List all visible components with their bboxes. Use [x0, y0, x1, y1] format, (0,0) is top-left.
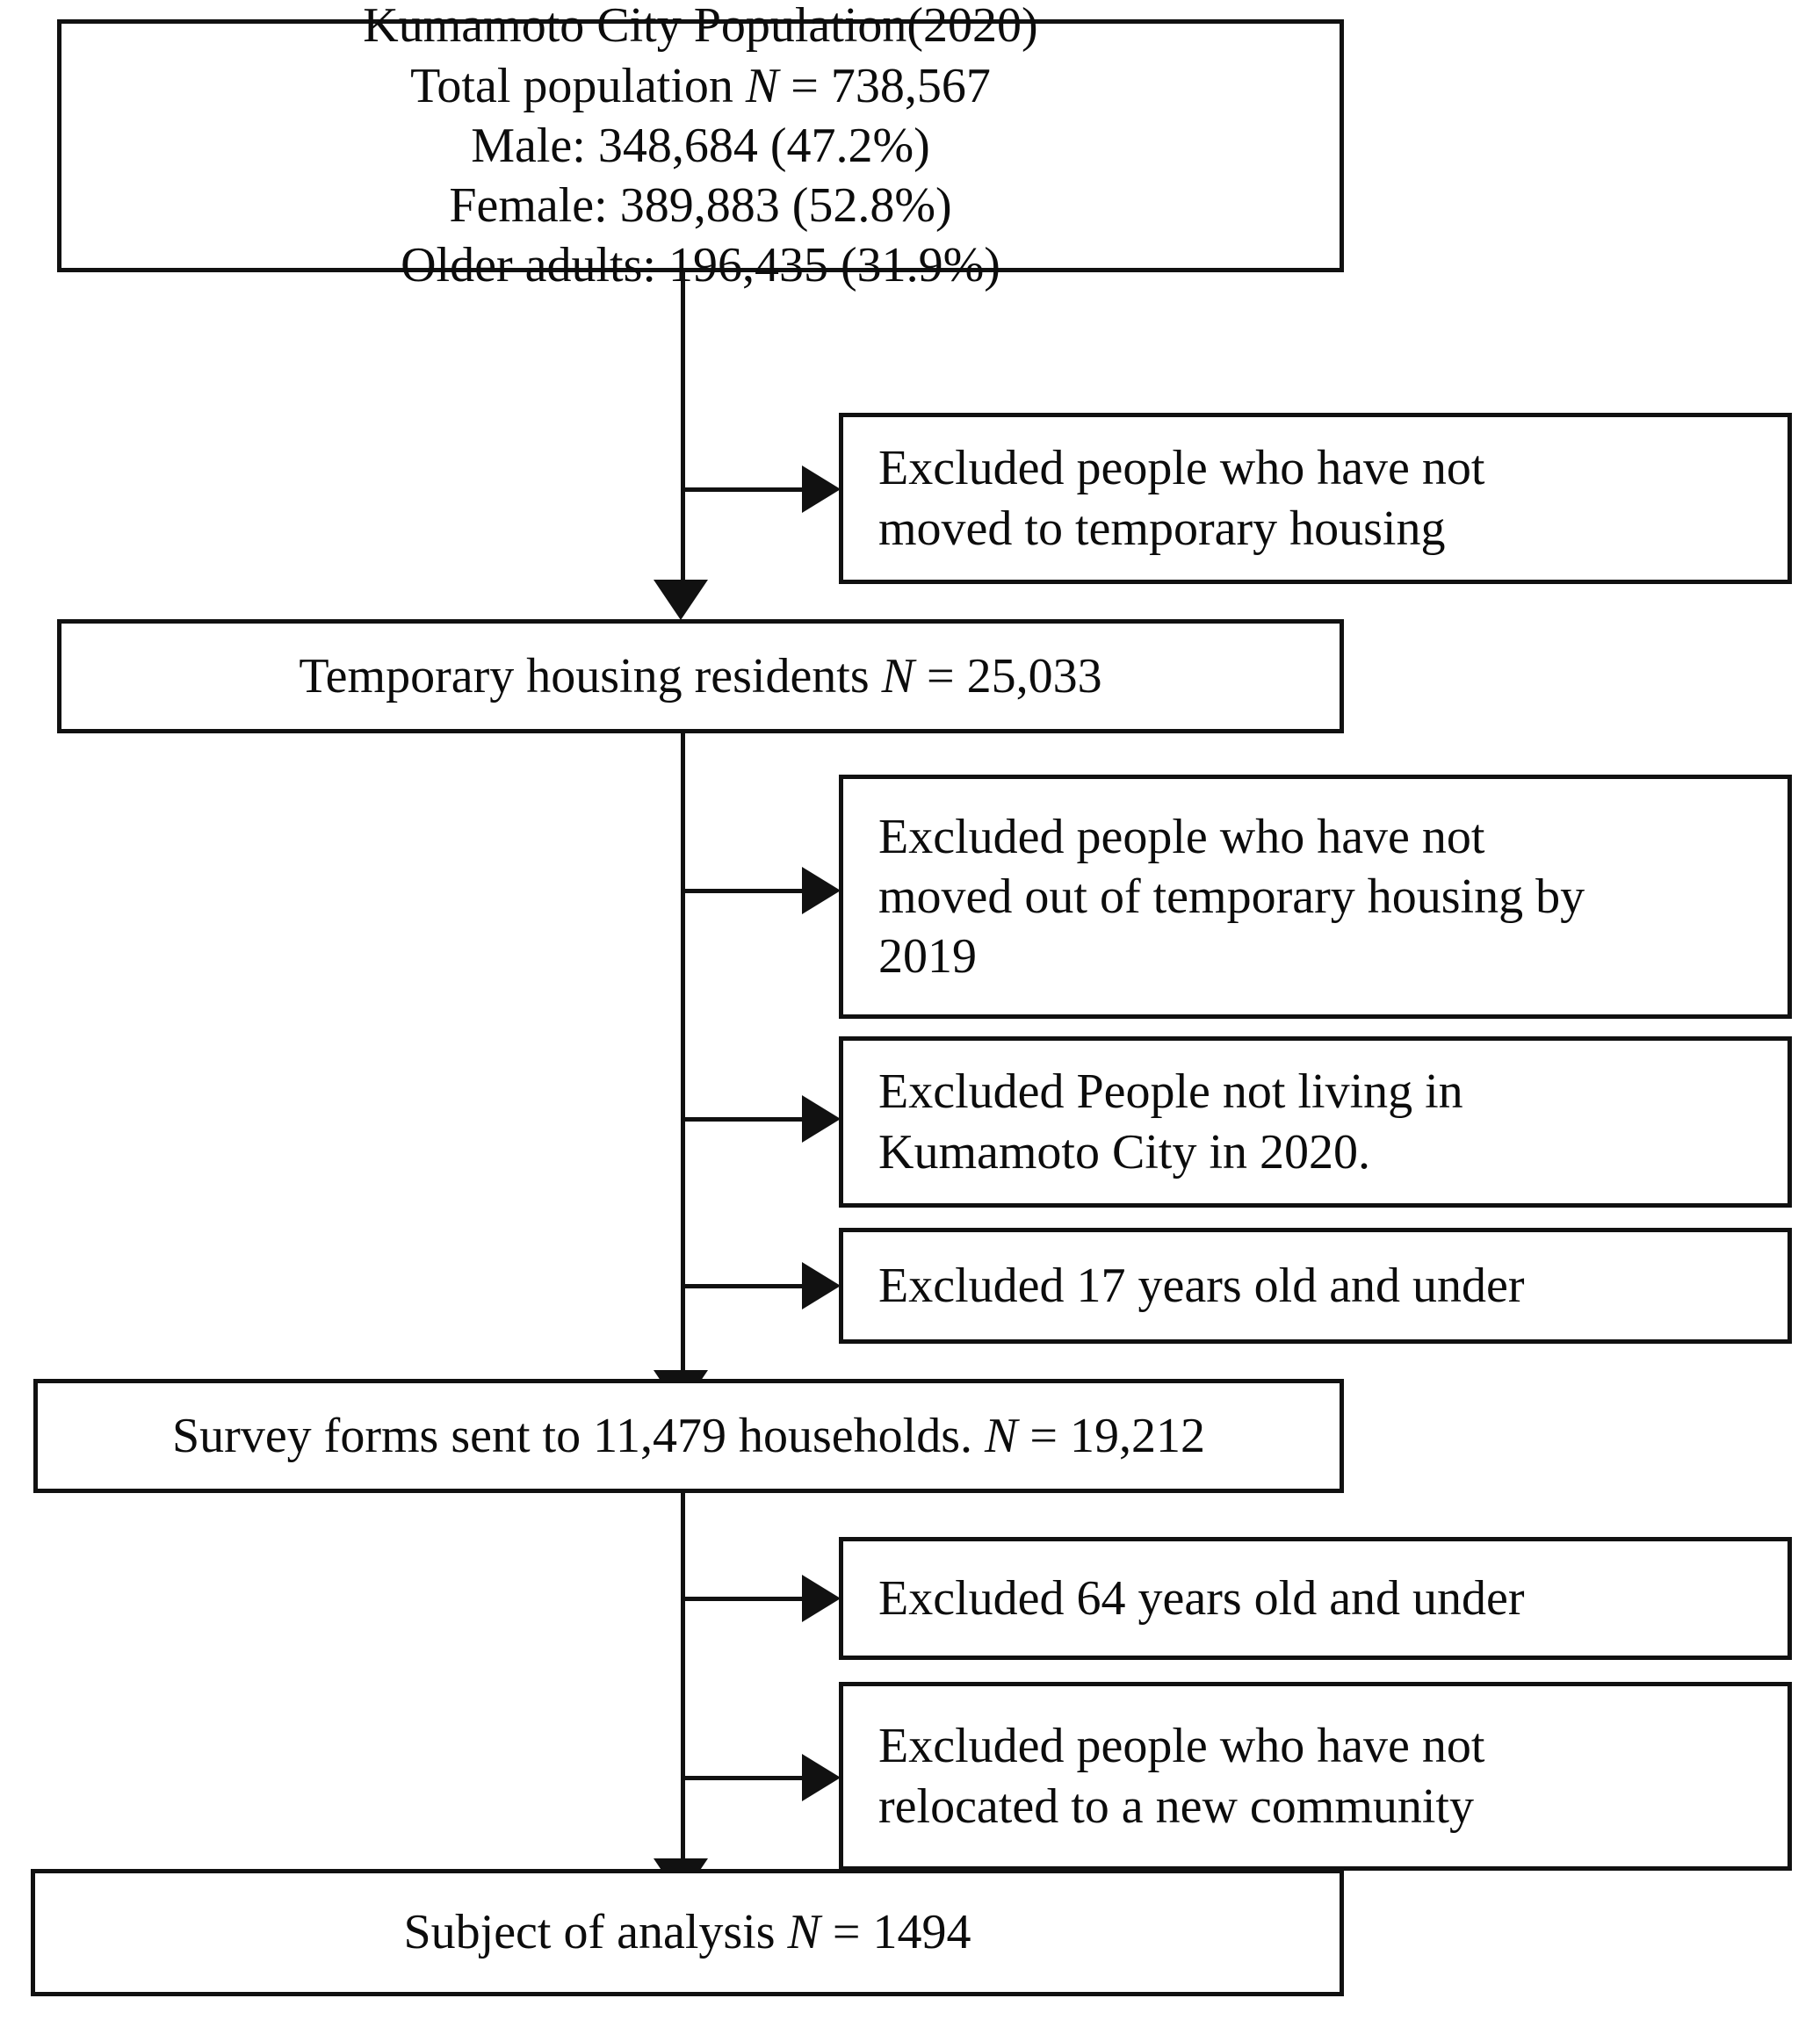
arrow-right-exclusion-1	[802, 465, 841, 513]
temporary-housing-label: Temporary housing residents	[299, 648, 870, 703]
population-line-male: Male: 348,684 (47.2%)	[471, 118, 930, 173]
population-line-title: Kumamoto City Population(2020)	[363, 0, 1038, 54]
subject-of-analysis-box: Subject of analysis N = 1494	[31, 1869, 1344, 1996]
survey-forms-label: Survey forms sent to 11,479 households.	[172, 1408, 973, 1463]
exclusion-6-line-1: Excluded people who have not	[878, 1719, 1485, 1774]
arrow-right-exclusion-3	[802, 1095, 841, 1143]
exclusion-2-line-1: Excluded people who have not	[878, 809, 1485, 864]
connector-branch-6	[681, 1776, 804, 1780]
connector-branch-4	[681, 1284, 804, 1288]
temporary-housing-var: N	[881, 648, 915, 703]
connector-branch-1	[681, 487, 804, 492]
population-total-var: N	[745, 58, 779, 113]
subject-of-analysis-var: N	[787, 1905, 820, 1960]
exclusion-1-line-1: Excluded people who have not	[878, 441, 1485, 496]
connector-trunk-1	[681, 272, 685, 581]
connector-branch-2	[681, 889, 804, 893]
connector-branch-3	[681, 1117, 804, 1122]
population-line-female: Female: 389,883 (52.8%)	[449, 178, 952, 234]
exclusion-6-line-2: relocated to a new community	[878, 1778, 1474, 1834]
subject-of-analysis-value: = 1494	[832, 1905, 971, 1960]
connector-trunk-3	[681, 1493, 685, 1862]
exclusion-4-box: Excluded 17 years old and under	[839, 1228, 1792, 1344]
exclusion-3-box: Excluded People not living in Kumamoto C…	[839, 1036, 1792, 1208]
arrow-down-to-temporary-housing	[654, 580, 708, 620]
exclusion-3-line-2: Kumamoto City in 2020.	[878, 1124, 1370, 1180]
survey-forms-box: Survey forms sent to 11,479 households. …	[33, 1379, 1344, 1493]
temporary-housing-box: Temporary housing residents N = 25,033	[57, 619, 1344, 733]
exclusion-6-box: Excluded people who have not relocated t…	[839, 1682, 1792, 1871]
population-total-label: Total population	[410, 58, 733, 113]
population-line-older-adults: Older adults: 196,435 (31.9%)	[401, 238, 1000, 293]
population-total-value: = 738,567	[791, 58, 991, 113]
exclusion-4-line-1: Excluded 17 years old and under	[878, 1258, 1525, 1313]
connector-trunk-2	[681, 733, 685, 1373]
arrow-right-exclusion-6	[802, 1754, 841, 1801]
population-box: Kumamoto City Population(2020) Total pop…	[57, 0, 1344, 292]
exclusion-2-line-2: moved out of temporary housing by	[878, 869, 1585, 924]
exclusion-5-line-1: Excluded 64 years old and under	[878, 1570, 1525, 1626]
survey-forms-value: = 19,212	[1029, 1408, 1205, 1463]
arrow-right-exclusion-4	[802, 1262, 841, 1309]
subject-of-analysis-text: Subject of analysis N = 1494	[404, 1902, 971, 1962]
survey-forms-var: N	[985, 1408, 1018, 1463]
arrow-right-exclusion-5	[802, 1575, 841, 1622]
exclusion-1-line-2: moved to temporary housing	[878, 501, 1446, 556]
population-line-total: Total population N = 738,567	[410, 56, 991, 116]
exclusion-2-line-3: 2019	[878, 929, 977, 985]
temporary-housing-text: Temporary housing residents N = 25,033	[299, 646, 1101, 706]
exclusion-2-box: Excluded people who have not moved out o…	[839, 775, 1792, 1019]
exclusion-5-box: Excluded 64 years old and under	[839, 1537, 1792, 1660]
arrow-right-exclusion-2	[802, 867, 841, 914]
exclusion-3-line-1: Excluded People not living in	[878, 1064, 1463, 1120]
temporary-housing-value: = 25,033	[927, 648, 1102, 703]
connector-branch-5	[681, 1597, 804, 1601]
exclusion-1-box: Excluded people who have not moved to te…	[839, 413, 1792, 584]
survey-forms-text: Survey forms sent to 11,479 households. …	[172, 1406, 1205, 1466]
subject-of-analysis-label: Subject of analysis	[403, 1905, 776, 1960]
